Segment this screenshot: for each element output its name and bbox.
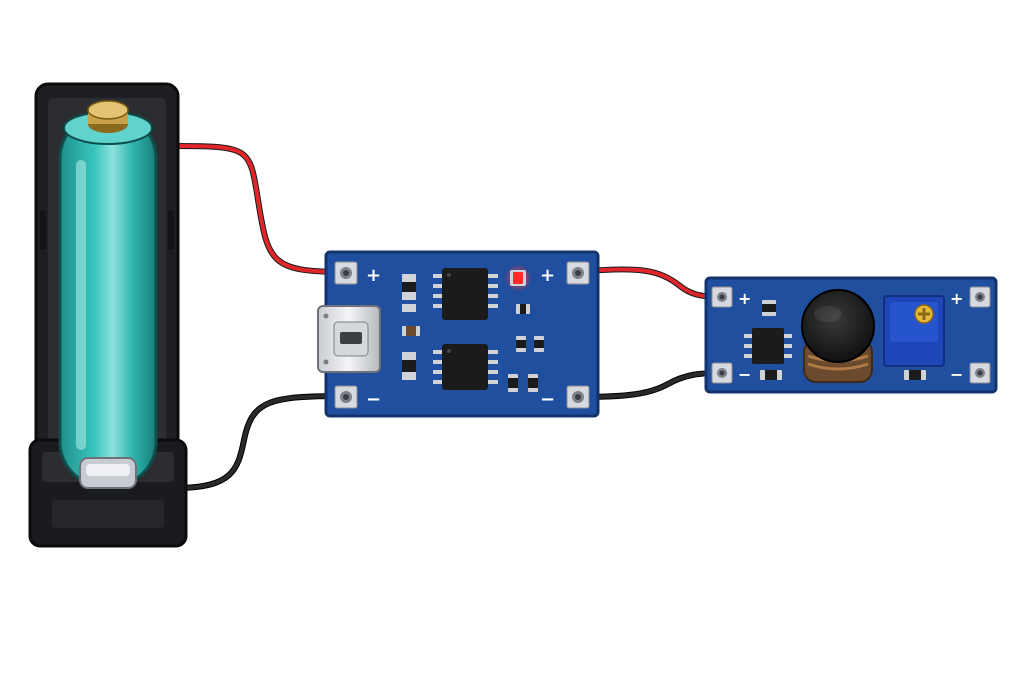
status-led xyxy=(504,264,532,292)
protection-ic xyxy=(433,344,498,390)
boost-pad-in-negative xyxy=(711,362,733,384)
charger-in-positive-label: + xyxy=(366,265,381,286)
charger-pad-out-positive xyxy=(566,261,590,285)
charger-pad-out-negative xyxy=(566,385,590,409)
charger-in-negative-label: − xyxy=(366,389,381,410)
inductor xyxy=(801,289,875,383)
boost-out-positive-label: + xyxy=(950,289,963,308)
boost-pad-out-positive xyxy=(969,286,991,308)
boost-pad-out-negative xyxy=(969,362,991,384)
battery-cell xyxy=(58,100,158,489)
boost-in-negative-label: − xyxy=(738,365,751,384)
battery-negative-contact xyxy=(79,457,137,489)
battery-positive-terminal xyxy=(87,100,129,133)
boost-pad-in-positive xyxy=(711,286,733,308)
boost-module: + − + − xyxy=(704,276,998,394)
boost-ic xyxy=(744,328,792,364)
boost-smd-components xyxy=(760,300,926,380)
boost-out-negative-label: − xyxy=(950,365,963,384)
charger-out-negative-label: − xyxy=(540,389,555,410)
charger-pad-in-positive xyxy=(334,261,358,285)
output-negative-wire xyxy=(575,370,725,400)
charger-pad-in-negative xyxy=(334,385,358,409)
charger-module: + − + − xyxy=(317,250,600,418)
wires xyxy=(173,143,725,491)
boost-in-positive-label: + xyxy=(738,289,751,308)
trimmer-potentiometer xyxy=(883,295,945,367)
micro-usb-port xyxy=(317,305,381,373)
charger-out-positive-label: + xyxy=(540,265,555,286)
charger-smd-components xyxy=(402,274,544,392)
charger-ic xyxy=(433,268,498,320)
